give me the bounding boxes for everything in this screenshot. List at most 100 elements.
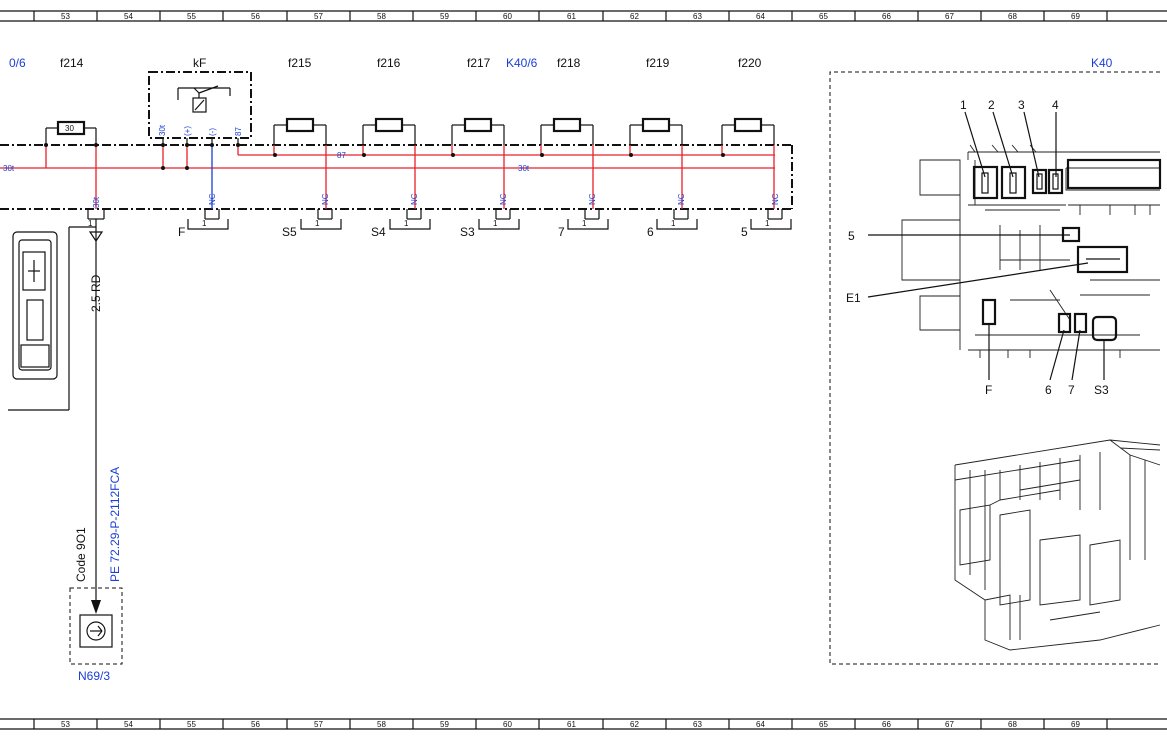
junction-dot xyxy=(161,166,165,170)
k40-6-module-frame xyxy=(0,144,793,210)
connector-pin: 1 xyxy=(765,219,770,228)
ruler-column-label: 58 xyxy=(377,720,386,729)
k40-callouts: 1 2 3 4 5 E1 F 6 7 S3 xyxy=(846,98,1109,397)
fuse-element xyxy=(721,117,775,145)
wire-reference: PE 72.29-P-2112FCA xyxy=(108,467,122,582)
label-k40: K40 xyxy=(1091,56,1113,70)
label-f220: f220 xyxy=(738,56,762,70)
n69-3-component: N69/3 xyxy=(69,587,123,683)
junction-dots xyxy=(44,143,725,170)
connector-7: 15 xyxy=(741,209,792,239)
n69-3-label: N69/3 xyxy=(78,669,110,683)
connector-name: 5 xyxy=(741,225,748,239)
junction-dot xyxy=(721,153,725,157)
connector-name: S5 xyxy=(282,225,297,239)
label-kf: kF xyxy=(193,56,206,70)
connector-2: 1S5 xyxy=(282,209,342,239)
junction-dot xyxy=(236,143,240,147)
ruler-column-label: 61 xyxy=(567,720,576,729)
connector-pin: 1 xyxy=(202,219,207,228)
nc-label: NC xyxy=(499,193,508,205)
ruler-column-label: 59 xyxy=(440,720,449,729)
ruler-column-label: 57 xyxy=(314,720,323,729)
red-bus xyxy=(0,145,775,209)
ruler-column-label: 62 xyxy=(630,720,639,729)
connector-name: 6 xyxy=(647,225,654,239)
junction-dot xyxy=(185,143,189,147)
relay-pin-plus: (+) xyxy=(183,126,192,136)
ref-left: 0/6 xyxy=(9,56,26,70)
connector-pin: 1 xyxy=(493,219,498,228)
relay-pin-87: 87 xyxy=(234,127,243,136)
callout-1: 1 xyxy=(960,98,967,112)
label-f217: f217 xyxy=(467,56,491,70)
callout-3: 3 xyxy=(1018,98,1025,112)
ruler-column-label: 53 xyxy=(61,12,70,21)
connector-name: 7 xyxy=(558,225,565,239)
ruler-column-label: 55 xyxy=(187,12,196,21)
ruler-column-label: 64 xyxy=(756,12,765,21)
connector-pin: 1 xyxy=(582,219,587,228)
junction-dot xyxy=(210,143,214,147)
fuse-f214-value: 30 xyxy=(65,124,74,133)
callout-4: 4 xyxy=(1052,98,1059,112)
callout-f: F xyxy=(985,383,992,397)
ruler-column-label: 67 xyxy=(945,12,954,21)
drop-f214-pin: 30t xyxy=(92,196,101,208)
fuse-element xyxy=(273,117,327,145)
fuse-f214: 30 xyxy=(45,120,97,145)
callout-e1: E1 xyxy=(846,291,861,305)
ruler-column-label: 54 xyxy=(124,720,133,729)
bus-30t-label: 30t xyxy=(518,164,530,173)
ruler-column-label: 54 xyxy=(124,12,133,21)
ruler-column-label: 58 xyxy=(377,12,386,21)
ruler-column-label: 59 xyxy=(440,12,449,21)
callout-s3: S3 xyxy=(1094,383,1109,397)
nc-label: NC xyxy=(410,193,419,205)
ruler-column-label: 53 xyxy=(61,720,70,729)
callout-5: 5 xyxy=(848,229,855,243)
ruler-column-label: 62 xyxy=(630,12,639,21)
left-component-sketch xyxy=(12,231,58,380)
junction-dot xyxy=(451,153,455,157)
fuse-element xyxy=(362,117,416,145)
fuse-element xyxy=(629,117,683,145)
ruler-column-label: 60 xyxy=(503,12,512,21)
label-f214: f214 xyxy=(60,56,84,70)
wire-gauge: 2.5 RD xyxy=(89,274,103,312)
drop-pin-1: 1 xyxy=(88,219,93,228)
fuse-group xyxy=(273,117,775,209)
wire-code: Code 9O1 xyxy=(74,527,88,582)
junction-dot xyxy=(44,143,48,147)
callout-2: 2 xyxy=(988,98,995,112)
junction-dot xyxy=(629,153,633,157)
callout-7: 7 xyxy=(1068,383,1075,397)
label-f219: f219 xyxy=(646,56,670,70)
nc-label: NC xyxy=(321,193,330,205)
ruler-column-label: 60 xyxy=(503,720,512,729)
connector-name: F xyxy=(178,225,185,239)
ruler-column-label: 57 xyxy=(314,12,323,21)
k40-location-panel xyxy=(829,71,1162,665)
relay-pin-30t: 30t xyxy=(158,124,167,136)
ruler-column-label: 68 xyxy=(1008,720,1017,729)
ruler-column-label: 65 xyxy=(819,12,828,21)
junction-dot xyxy=(540,153,544,157)
connector-4: 1S3 xyxy=(460,209,520,239)
ruler-column-label: 61 xyxy=(567,12,576,21)
ruler-column-label: 68 xyxy=(1008,12,1017,21)
connector-5: 17 xyxy=(558,209,609,239)
ruler-column-label: 63 xyxy=(693,12,702,21)
connector-1: 1F xyxy=(178,209,229,239)
connector-3: 1S4 xyxy=(371,209,431,239)
ruler-column-label: 56 xyxy=(251,12,260,21)
ruler-column-label: 64 xyxy=(756,720,765,729)
bus-left-30t: 30t xyxy=(3,164,15,173)
junction-dot xyxy=(273,153,277,157)
label-f216: f216 xyxy=(377,56,401,70)
